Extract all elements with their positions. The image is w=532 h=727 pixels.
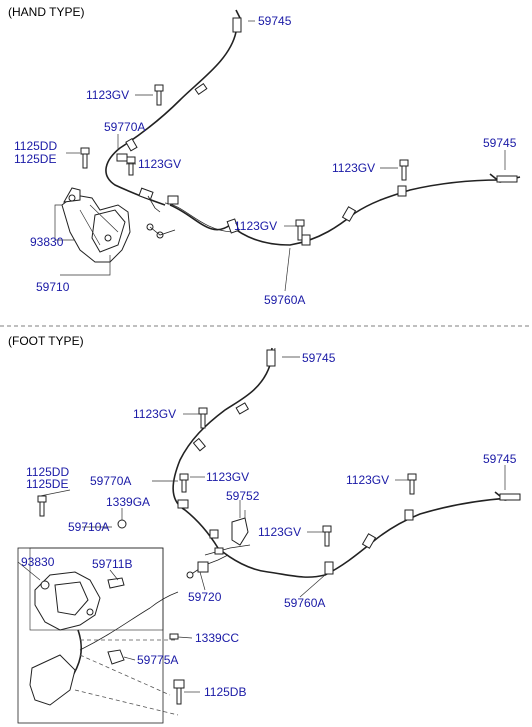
hand-lever-assembly-59710 xyxy=(61,187,131,263)
foot-bolt-1125dd xyxy=(37,495,47,517)
foot-part-59720 xyxy=(186,544,251,579)
hand-label-1125de: 1125DE xyxy=(14,152,56,166)
hand-label-59745-right: 59745 xyxy=(483,136,517,150)
hand-equalizer xyxy=(138,187,179,239)
foot-label-59720: 59720 xyxy=(188,590,222,604)
foot-nut-1339ga xyxy=(117,519,127,529)
foot-label-59752: 59752 xyxy=(226,489,260,503)
hand-cable-59770a xyxy=(105,9,242,206)
hand-cable-59760a xyxy=(164,173,521,246)
foot-bolt-1123gv-a xyxy=(198,407,208,429)
hand-bolt-1123gv-c xyxy=(399,159,409,181)
foot-label-1125dd: 1125DD xyxy=(26,465,69,479)
foot-bolt-1123gv-b xyxy=(179,473,189,493)
hand-label-59760a: 59760A xyxy=(264,293,305,307)
foot-bolt-1123gv-c xyxy=(407,473,417,495)
foot-label-1339ga: 1339GA xyxy=(106,495,150,509)
hand-label-59710: 59710 xyxy=(36,280,70,294)
foot-cable-59760a xyxy=(217,491,521,578)
foot-type-title: (FOOT TYPE) xyxy=(8,334,84,348)
foot-label-1339cc: 1339CC xyxy=(195,631,239,645)
foot-label-59710a: 59710A xyxy=(68,520,109,534)
hand-label-1123gv-b: 1123GV xyxy=(138,157,181,171)
foot-label-1123gv-a: 1123GV xyxy=(133,407,176,421)
hand-label-59745-top: 59745 xyxy=(258,14,292,28)
hand-bolt-1125dd xyxy=(80,147,90,169)
hand-label-1123gv-c: 1123GV xyxy=(332,161,375,175)
foot-label-1125de: 1125DE xyxy=(26,477,68,491)
foot-bolt-1125db xyxy=(173,679,185,705)
foot-dashed-leaders xyxy=(74,639,179,716)
foot-pedal-assembly xyxy=(29,571,179,706)
foot-label-1123gv-c: 1123GV xyxy=(346,473,389,487)
hand-type-title: (HAND TYPE) xyxy=(8,5,84,19)
hand-bolt-1123gv-d xyxy=(295,219,305,241)
hand-label-59770a: 59770A xyxy=(104,120,145,134)
foot-subassembly-box xyxy=(29,547,164,631)
foot-label-1123gv-d: 1123GV xyxy=(258,525,301,539)
foot-leaders xyxy=(17,356,506,693)
foot-label-1123gv-b: 1123GV xyxy=(206,470,249,484)
foot-bolt-1123gv-d xyxy=(322,525,332,547)
hand-leaders xyxy=(54,20,506,292)
foot-label-59775a: 59775A xyxy=(137,653,178,667)
foot-part-1339cc xyxy=(169,633,179,640)
foot-label-59711b: 59711B xyxy=(92,557,132,571)
hand-bolt-1123gv-b xyxy=(126,156,136,176)
foot-label-59770a: 59770A xyxy=(90,474,131,488)
hand-bolt-1123gv-a xyxy=(154,84,164,106)
foot-label-59760a: 59760A xyxy=(284,596,325,610)
foot-cable-59770a xyxy=(172,347,276,549)
hand-label-1125dd: 1125DD xyxy=(14,139,57,153)
foot-label-59745-right: 59745 xyxy=(483,452,517,466)
foot-label-1125db: 1125DB xyxy=(204,685,246,699)
foot-bracket-59752 xyxy=(231,510,249,546)
hand-label-1123gv-a: 1123GV xyxy=(86,88,129,102)
foot-label-59745-top: 59745 xyxy=(302,351,336,365)
hand-label-1123gv-d: 1123GV xyxy=(234,219,277,233)
foot-label-93830: 93830 xyxy=(21,555,55,569)
hand-label-93830: 93830 xyxy=(30,235,64,249)
